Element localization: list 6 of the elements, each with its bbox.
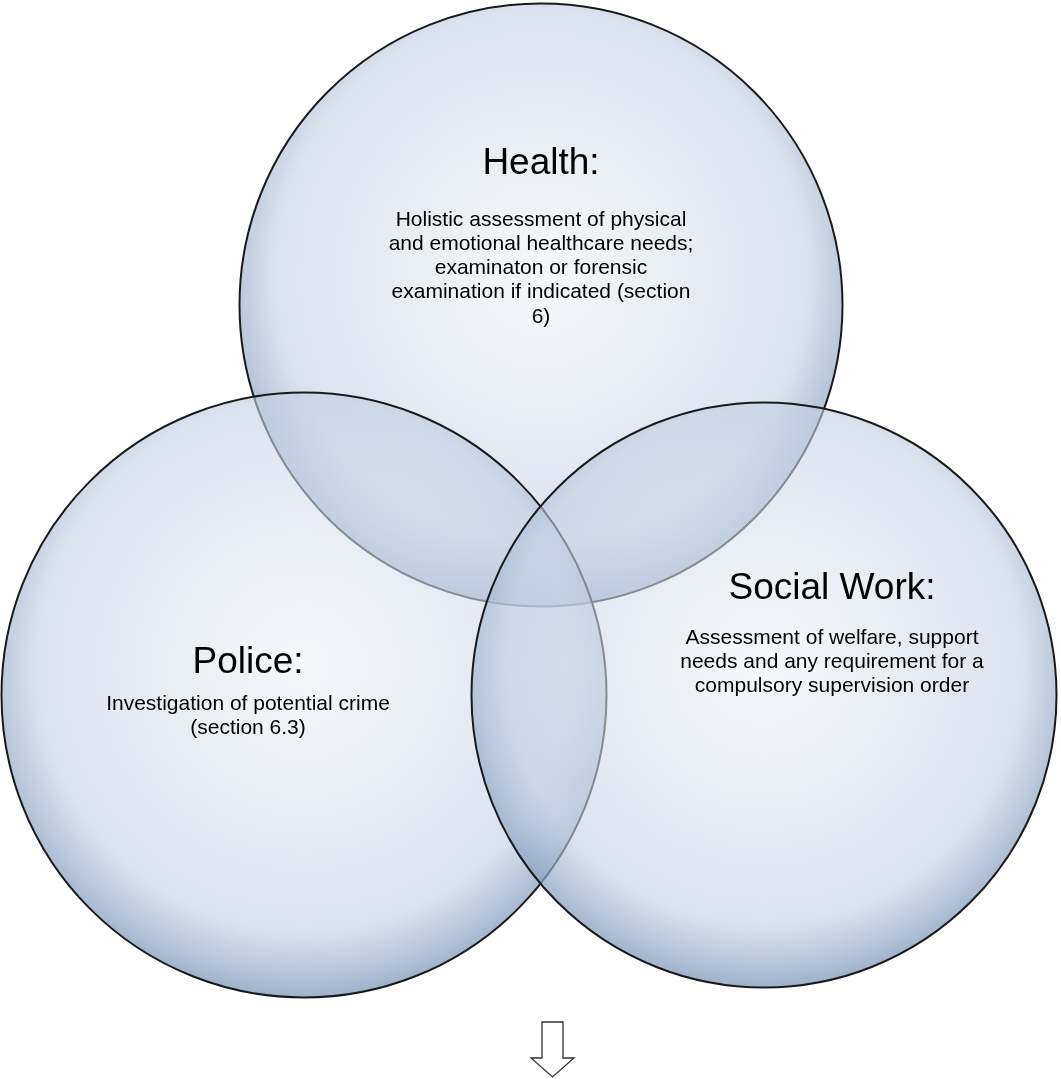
circle-description: Holistic assessment of physical and emotional healthcare needs; examinaton or forensic examination if indicated (section 6) bbox=[387, 207, 695, 328]
circle-heading: Police: bbox=[191, 641, 305, 682]
circle-heading: Social Work: bbox=[727, 567, 937, 608]
circle-description: Assessment of welfare, support needs and any requirement for a compulsory supervision order bbox=[679, 625, 985, 698]
circle-heading: Health: bbox=[481, 142, 601, 183]
circle-description: Investigation of potential crime (section 6.3) bbox=[105, 691, 391, 740]
